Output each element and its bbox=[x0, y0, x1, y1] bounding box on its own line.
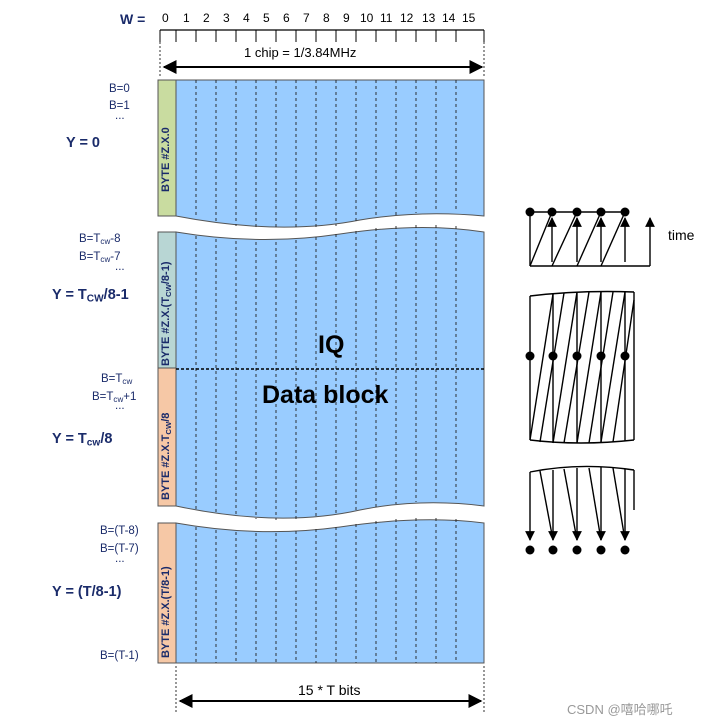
bits-label: 15 * T bits bbox=[298, 682, 361, 698]
block1-byte-label: BYTE #Z.X.0 bbox=[160, 127, 172, 192]
w-tick-14: 14 bbox=[442, 11, 456, 25]
block1-y-label: Y = 0 bbox=[66, 135, 100, 151]
w-axis-label: W = bbox=[120, 11, 146, 27]
block2-y-label-b: Y = Tcw/8 bbox=[52, 431, 113, 449]
block2-b-label-b1: B=Tcw+1 bbox=[92, 391, 137, 404]
w-tick-4: 4 bbox=[243, 11, 250, 25]
w-tick-9: 9 bbox=[343, 11, 350, 25]
block-ytcw bbox=[157, 225, 485, 520]
block1-b-label-2: ... bbox=[115, 110, 125, 122]
block2-b-label-a1: B=Tcw-7 bbox=[79, 251, 121, 264]
w-tick-8: 8 bbox=[323, 11, 330, 25]
block2-b-label-a2: ... bbox=[115, 261, 125, 273]
block-y0 bbox=[157, 79, 485, 230]
block2-b-label-b2: ... bbox=[115, 400, 125, 412]
timing-dots-middle bbox=[525, 351, 630, 361]
center-title-iq: IQ bbox=[318, 331, 345, 359]
w-tick-13: 13 bbox=[422, 11, 436, 25]
w-tick-6: 6 bbox=[283, 11, 290, 25]
w-tick-12: 12 bbox=[400, 11, 414, 25]
block3-b-label-1: B=(T-7) bbox=[100, 543, 139, 555]
block1-iq-cells bbox=[175, 79, 485, 228]
timing-diagram-middle bbox=[529, 290, 635, 444]
block3-b-label-0: B=(T-8) bbox=[100, 525, 139, 537]
block1-b-label-1: B=1 bbox=[109, 100, 130, 112]
w-tick-15: 15 bbox=[462, 11, 476, 25]
timing-dots-bottom bbox=[525, 545, 630, 555]
w-tick-10: 10 bbox=[360, 11, 374, 25]
block1-b-label-0: B=0 bbox=[109, 83, 130, 95]
block2-byte-label-b: BYTE #Z.X.TCW/8 bbox=[160, 412, 173, 500]
block3-byte-label: BYTE #Z.X.(T/8-1) bbox=[160, 566, 172, 658]
chip-label: 1 chip = 1/3.84MHz bbox=[244, 45, 357, 60]
block2-byte-label-a: BYTE #Z.X.(TCW/8-1) bbox=[160, 261, 173, 367]
w-tick-11: 11 bbox=[380, 11, 393, 25]
w-tick-2: 2 bbox=[203, 11, 210, 25]
watermark: CSDN @嘻哈哪吒 bbox=[567, 702, 673, 717]
block2-b-label-b0: B=Tcw bbox=[101, 373, 133, 386]
w-tick-0: 0 bbox=[162, 11, 169, 25]
w-tick-3: 3 bbox=[223, 11, 230, 25]
timing-diagram-bottom bbox=[525, 465, 635, 541]
center-title-data-block: Data block bbox=[262, 381, 389, 409]
time-label: time bbox=[668, 227, 695, 243]
w-tick-5: 5 bbox=[263, 11, 270, 25]
timing-diagram-top bbox=[529, 211, 655, 267]
block3-b-label-2: ... bbox=[115, 553, 125, 565]
w-axis-ruler bbox=[159, 29, 485, 78]
w-tick-1: 1 bbox=[183, 11, 190, 25]
block2-iq-cells bbox=[175, 226, 485, 519]
block3-y-label: Y = (T/8-1) bbox=[52, 584, 122, 600]
block-yt8 bbox=[157, 518, 485, 664]
block2-b-label-a0: B=Tcw-8 bbox=[79, 233, 121, 246]
block3-iq-cells bbox=[175, 519, 485, 664]
timing-dots-top bbox=[525, 207, 630, 217]
w-tick-7: 7 bbox=[303, 11, 310, 25]
block3-b-last-label: B=(T-1) bbox=[100, 650, 139, 662]
block2-y-label-a: Y = TCW/8-1 bbox=[52, 287, 129, 305]
